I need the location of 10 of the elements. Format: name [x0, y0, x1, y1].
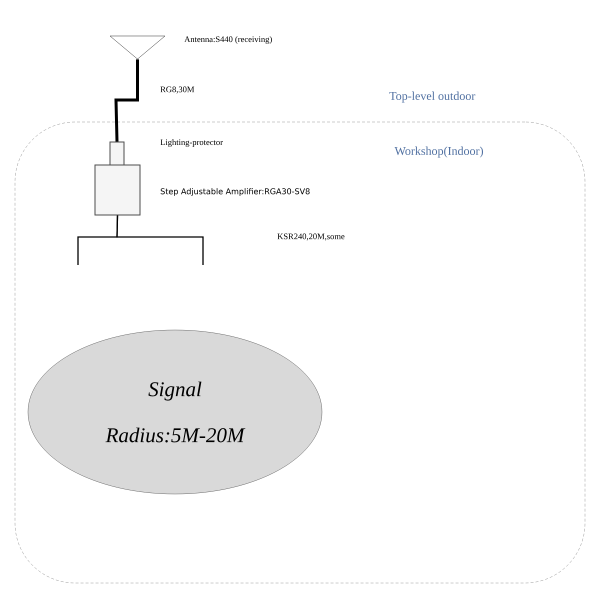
cable-label: RG8,30M [159, 86, 196, 94]
part-label: Antenna:S440 (receiving) [184, 36, 272, 44]
part-label: Step Adjustable Amplifier:RGA30-SV8 [160, 188, 310, 196]
cable-label: KSR240,20M,some [277, 234, 344, 240]
cable [114, 59, 139, 142]
region-heading: Workshop(Indoor) [394, 146, 484, 158]
protector-box [110, 142, 124, 166]
part-label: Lighting-protector [160, 139, 223, 147]
zone-label: Top-level outdoor [389, 92, 476, 102]
cable [116, 215, 204, 265]
